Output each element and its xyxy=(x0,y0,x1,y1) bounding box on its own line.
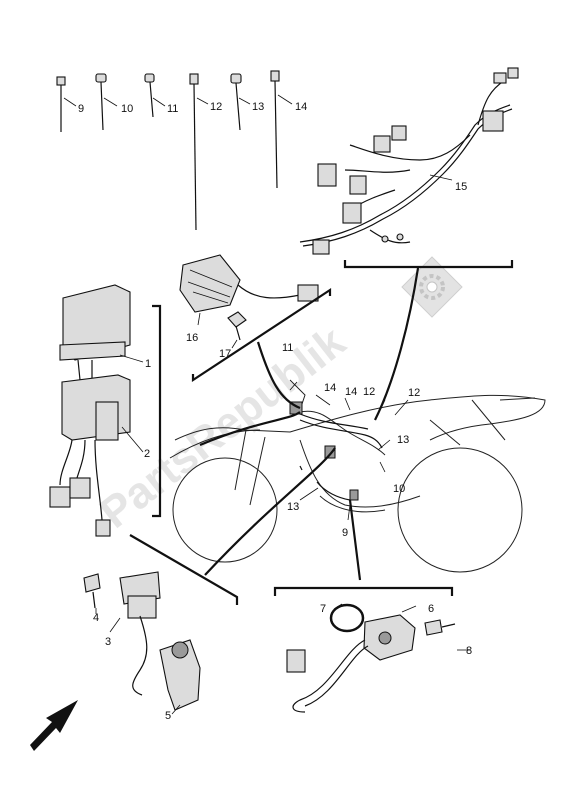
callout-6: 6 xyxy=(428,603,434,615)
callout-2: 2 xyxy=(144,448,150,460)
callout-8: 8 xyxy=(466,645,472,657)
cable-ties xyxy=(56,70,293,231)
callout-11-on-bike: 11 xyxy=(282,342,293,354)
cable-tie-icon xyxy=(270,70,280,189)
callout-9-on-bike: 9 xyxy=(342,527,348,539)
callout-15: 15 xyxy=(455,181,467,193)
callout-17: 17 xyxy=(219,348,231,360)
callout-7: 7 xyxy=(320,603,326,615)
bracket-regulator xyxy=(191,287,332,383)
callout-13-on-bike-b: 13 xyxy=(287,501,299,513)
callout-14: 14 xyxy=(295,101,307,113)
wire-harness xyxy=(299,67,519,255)
callout-16: 16 xyxy=(186,332,198,344)
callout-14-on-bike-a: 14 xyxy=(324,382,336,394)
motorcycle-outline xyxy=(169,267,546,581)
callout-5: 5 xyxy=(165,710,171,722)
neutral-switch xyxy=(286,603,470,713)
callout-12: 12 xyxy=(210,101,222,113)
callout-4: 4 xyxy=(93,612,99,624)
callout-10: 10 xyxy=(121,103,133,115)
cdi-unit xyxy=(49,284,144,537)
cable-tie-icon xyxy=(56,76,66,132)
watermark: PartsRepublik xyxy=(91,256,463,538)
rectifier-regulator xyxy=(179,254,319,349)
cable-tie-icon xyxy=(144,73,155,118)
bracket-harness xyxy=(343,260,514,269)
callout-11: 11 xyxy=(167,103,178,115)
callout-14-on-bike-b: 14 xyxy=(345,386,357,398)
callout-12-on-bike-a: 12 xyxy=(363,386,375,398)
bracket-cdi xyxy=(152,304,162,518)
cable-tie-icon xyxy=(95,73,107,131)
callout-labels: 9 10 11 12 13 14 15 16 17 1 2 3 4 5 6 7 … xyxy=(78,101,472,722)
bracket-coil xyxy=(129,534,239,605)
ignition-coil xyxy=(83,571,201,715)
callout-9: 9 xyxy=(78,103,84,115)
callout-13-on-bike-a: 13 xyxy=(397,434,409,446)
callout-12-on-bike-b: 12 xyxy=(408,387,420,399)
callout-13: 13 xyxy=(252,101,264,113)
cable-tie-icon xyxy=(230,73,242,131)
bracket-switch xyxy=(273,586,454,596)
callout-1: 1 xyxy=(145,358,151,370)
callout-3: 3 xyxy=(105,636,111,648)
front-direction-arrow-icon xyxy=(30,700,78,751)
cable-tie-icon xyxy=(189,73,199,231)
callout-10-on-bike: 10 xyxy=(393,483,405,495)
